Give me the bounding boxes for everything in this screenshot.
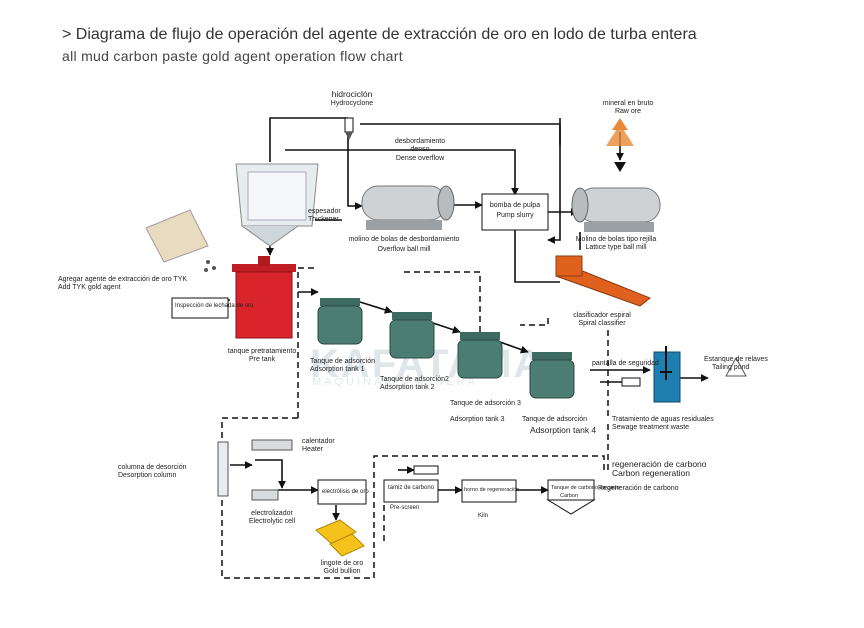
carbon-tank-box — [546, 479, 596, 515]
tailings-label-en: Tailing pond — [712, 364, 750, 371]
hydrocyclone — [344, 117, 354, 140]
regen-box-label: horno de regeneración — [464, 487, 520, 493]
sewage-label-es: Tratamiento de aguas residuales — [612, 416, 714, 423]
final-tank-sub: Carbon — [560, 493, 579, 499]
tank3-label-en: Adsorption tank 3 — [450, 416, 505, 423]
carbon-box-label: tamiz de carbono — [388, 485, 435, 491]
elec-gold-box — [317, 479, 367, 505]
electrolysis-label-en: Electrolytic cell — [248, 518, 296, 525]
thickener-label-en: Thickener — [308, 216, 339, 223]
overflow-mill-label-es: molino de bolas de desbordamiento — [348, 236, 460, 243]
overflow-mill-label-en: Overflow ball mill — [377, 246, 431, 253]
bullion-label-en: Gold bullion — [323, 568, 361, 575]
raw-ore-label-es: mineral en bruto — [602, 100, 654, 107]
grid-ball-mill — [571, 187, 661, 232]
dashed-lines — [221, 267, 609, 579]
final-tank-label: Tanque de carbono cargado — [551, 485, 620, 491]
adsorption-tank-1 — [317, 298, 363, 345]
tailings-label-es: Estanque de relaves — [704, 356, 768, 363]
desorption-column — [217, 441, 229, 497]
regen-box-sub: Kiln — [478, 513, 489, 519]
classifier-label-en: Spiral classifier — [578, 320, 626, 327]
pre-tank-side-label: Inspección de lechada de oro — [175, 303, 254, 309]
tank1-label-es: Tanque de adsorción — [310, 358, 375, 365]
grid-mill-label-es: Molino de bolas tipo rejilla — [575, 236, 657, 243]
tank4-label-es: Tanque de adsorción — [522, 416, 587, 423]
elec-box-label: electrólisis de oro — [322, 489, 369, 495]
regen-label-es: regeneración de carbono — [612, 459, 707, 469]
heater-label-en: Heater — [302, 446, 324, 453]
classifier-label-es: clasificador espiral — [573, 312, 631, 319]
adsorption-tank-4 — [529, 352, 575, 399]
regen-small-box — [413, 465, 439, 475]
sewage-treatment — [621, 346, 747, 403]
carbon-box-sub: Pre-screen — [390, 505, 420, 511]
overflow-label-en: Dense overflow — [395, 155, 445, 162]
pump-label-en: Pump slurry — [496, 212, 534, 219]
title-spanish: > Diagrama de flujo de operación del age… — [62, 26, 697, 43]
bullion-label-es: lingote de oro — [320, 560, 364, 567]
gold-agent-bag — [145, 209, 216, 272]
pre-tank-label-es: tanque pretratamiento — [227, 348, 297, 355]
pre-tank-side-box — [171, 297, 229, 319]
regen-label-small: Regeneración de carbono — [598, 485, 679, 492]
gold-bullion-icon — [315, 519, 365, 557]
tank2-label-es: Tanque de adsorción2 — [380, 376, 449, 383]
tank4-label-en: Adsorption tank 4 — [530, 425, 597, 435]
tank3-label-es: Tanque de adsorción 3 — [450, 400, 521, 407]
pre-tank-label-en: Pre tank — [248, 356, 276, 363]
hydrocyclone-label-en: Hydrocyclone — [330, 100, 374, 107]
raw-ore-icon — [606, 118, 634, 172]
hydrocyclone-label-es: hidrociclón — [331, 89, 373, 99]
thickener-label-es: espesador — [308, 208, 341, 215]
overflow-label-es: desbordamiento — [394, 138, 446, 145]
add-agent-label-en: Add TYK gold agent — [58, 284, 121, 291]
tank1-label-en: Adsorption tank 1 — [310, 366, 365, 373]
add-agent-label-es: Agregar agente de extracción de oro TYK — [58, 276, 188, 283]
overflow-label-mid: denso — [410, 146, 430, 153]
title-english: all mud carbon paste gold agent operatio… — [62, 48, 403, 64]
pump-box — [481, 193, 549, 231]
flow-lines — [180, 117, 709, 521]
adsorption-tank-3 — [457, 332, 503, 379]
raw-ore-label-en: Raw ore — [614, 108, 642, 115]
desorption-label-es: columna de desorción — [118, 464, 187, 471]
sagging-label: pantalla de seguridad — [592, 360, 659, 367]
electrolysis-label-es: electrolizador — [251, 510, 293, 517]
thickener — [235, 163, 319, 247]
heater-box — [251, 439, 293, 451]
grid-mill-label-en: Lattice type ball mill — [585, 244, 647, 251]
pretreatment-tank — [232, 256, 296, 339]
carbon-screen-box — [383, 479, 439, 503]
electrolysis-box — [251, 489, 279, 501]
tank2-label-en: Adsorption tank 2 — [380, 384, 435, 391]
watermark-sub: MAQUINARIA MINERA — [312, 376, 478, 388]
heater-label-es: calentador — [302, 438, 335, 445]
regen-label-en: Carbon regeneration — [612, 468, 690, 478]
spiral-classifier — [555, 255, 651, 307]
sewage-label-en: Sewage treatment waste — [612, 424, 690, 431]
overflow-ball-mill — [361, 185, 455, 230]
regen-kiln-box — [461, 479, 517, 503]
adsorption-tank-2 — [389, 312, 435, 359]
desorption-label-en: Desorption column — [118, 472, 177, 479]
adsorption-tanks — [317, 298, 575, 399]
pump-label-es: bomba de pulpa — [489, 202, 541, 209]
